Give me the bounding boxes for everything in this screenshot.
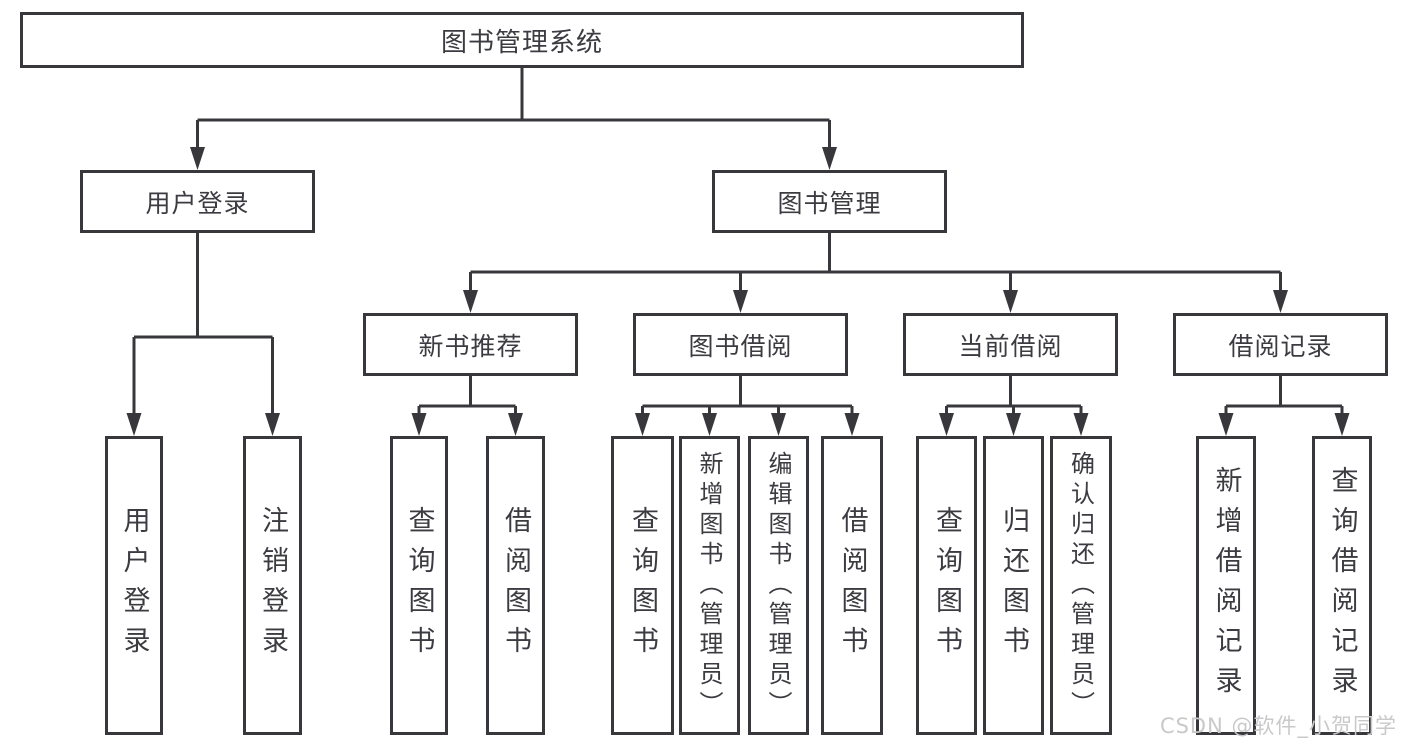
connector-root-to-level2 xyxy=(190,68,837,170)
node-library-system: 图书管理系统 xyxy=(20,12,1024,68)
leaf-query-borrow-record: 查询借阅记录 xyxy=(1312,436,1372,735)
arrow-down-icon xyxy=(463,290,478,313)
node-current-borrowing: 当前借阅 xyxy=(903,313,1118,376)
connector-new-book-recommend-to-leaves xyxy=(411,376,523,436)
node-user-login: 用户登录 xyxy=(80,170,315,233)
node-new-book-recommend: 新书推荐 xyxy=(363,313,578,376)
leaf-add-borrow-record: 新增借阅记录 xyxy=(1196,436,1256,735)
node-label: 新增借阅记录 xyxy=(1210,465,1242,706)
arrow-down-icon xyxy=(190,147,205,170)
node-label: 图书管理 xyxy=(777,188,882,218)
node-label: 借阅图书 xyxy=(500,505,531,666)
connector-user-login-to-leaves xyxy=(126,233,280,436)
node-book-management: 图书管理 xyxy=(712,170,947,233)
node-label: 新书推荐 xyxy=(418,331,523,361)
arrow-down-icon xyxy=(635,413,650,436)
node-label: 借阅图书 xyxy=(836,505,868,666)
arrow-down-icon xyxy=(1006,413,1021,436)
node-label: 用户登录 xyxy=(118,505,150,666)
leaf-return-books: 归还图书 xyxy=(983,436,1044,735)
arrow-down-icon xyxy=(1003,290,1018,313)
leaf-confirm-return-admin: 确认归还（管理员） xyxy=(1050,436,1112,735)
arrow-down-icon xyxy=(265,413,280,436)
node-label: 归还图书 xyxy=(998,505,1029,666)
node-label: 图书管理系统 xyxy=(440,27,603,58)
leaf-edit-books-admin: 编辑图书（管理员） xyxy=(748,436,809,735)
arrow-down-icon xyxy=(771,413,786,436)
node-label: 注销登录 xyxy=(257,505,288,666)
leaf-borrow-books-borrowing: 借阅图书 xyxy=(821,436,883,735)
connector-book-borrowing-to-leaves xyxy=(635,376,860,436)
arrow-down-icon xyxy=(508,413,523,436)
leaf-borrow-books-recommend: 借阅图书 xyxy=(486,436,545,735)
leaf-logout: 注销登录 xyxy=(243,436,302,735)
arrow-down-icon xyxy=(822,147,837,170)
leaf-query-books-current: 查询图书 xyxy=(916,436,977,735)
arrow-down-icon xyxy=(733,290,748,313)
node-label: 查询图书 xyxy=(627,505,658,666)
connector-book-management-to-level3 xyxy=(463,233,1288,313)
leaf-query-books-recommend: 查询图书 xyxy=(390,436,448,735)
node-label: 查询借阅记录 xyxy=(1326,465,1358,706)
connector-current-borrowing-to-leaves xyxy=(939,376,1089,436)
arrow-down-icon xyxy=(1218,413,1234,436)
arrow-down-icon xyxy=(1273,290,1288,313)
node-label: 当前借阅 xyxy=(958,331,1063,361)
leaf-user-login: 用户登录 xyxy=(105,436,163,735)
node-label: 编辑图书（管理员） xyxy=(764,450,792,721)
node-borrow-records: 借阅记录 xyxy=(1173,313,1388,376)
node-label: 查询图书 xyxy=(403,505,435,666)
arrow-down-icon xyxy=(939,413,954,436)
arrow-down-icon xyxy=(1334,413,1350,436)
node-book-borrowing: 图书借阅 xyxy=(633,313,848,376)
leaf-add-books-admin: 新增图书（管理员） xyxy=(679,436,740,735)
arrow-down-icon xyxy=(126,413,142,436)
arrow-down-icon xyxy=(411,413,427,436)
node-label: 查询图书 xyxy=(931,505,962,666)
arrow-down-icon xyxy=(702,413,717,436)
node-label: 用户登录 xyxy=(145,188,250,218)
node-label: 新增图书（管理员） xyxy=(695,450,723,721)
node-label: 确认归还（管理员） xyxy=(1066,450,1095,721)
node-label: 图书借阅 xyxy=(688,331,793,361)
arrow-down-icon xyxy=(844,413,860,436)
leaf-query-books-borrowing: 查询图书 xyxy=(611,436,674,735)
node-label: 借阅记录 xyxy=(1228,331,1333,361)
csdn-watermark: CSDN @软件_小贺同学 xyxy=(1159,714,1397,738)
arrow-down-icon xyxy=(1073,413,1089,436)
connector-borrow-records-to-leaves xyxy=(1218,376,1350,436)
